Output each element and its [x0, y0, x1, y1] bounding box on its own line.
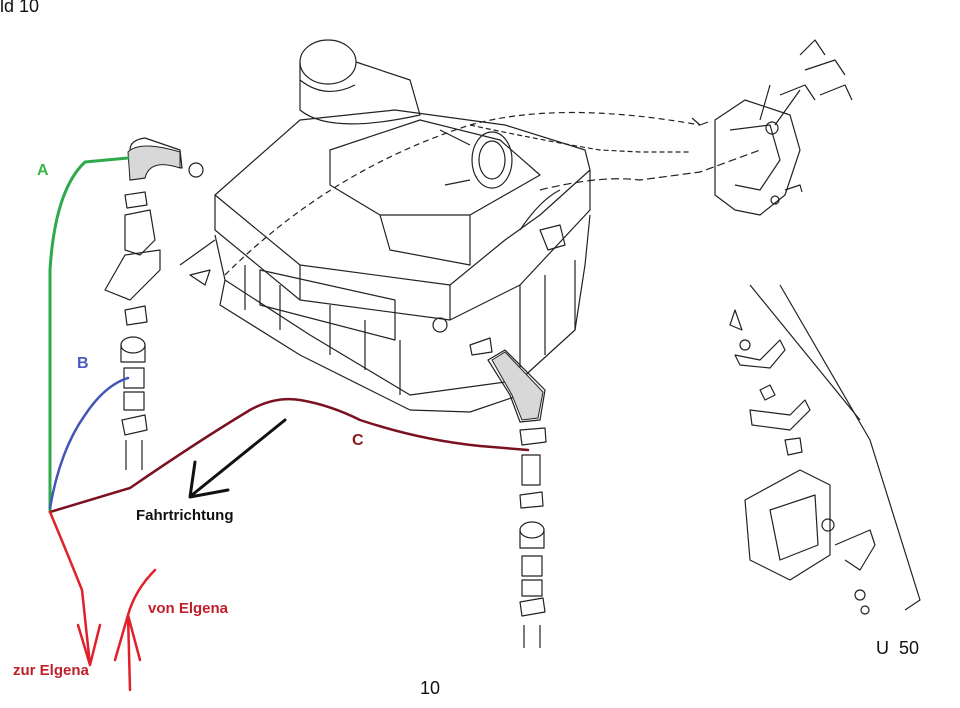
- label-a: A: [37, 162, 49, 179]
- direction-arrow: [188, 418, 287, 499]
- arrow-to-elgena: [48, 510, 102, 667]
- annotation-overlays: [48, 156, 530, 692]
- corner-label: ld 10: [0, 0, 40, 16]
- label-c: C: [352, 432, 364, 449]
- label-code: U 50: [876, 638, 920, 658]
- label-to-elgena: zur Elgena: [13, 662, 89, 679]
- label-from-elgena: von Elgena: [148, 600, 229, 617]
- hose-texture: [127, 145, 544, 421]
- hose-line-b: [48, 376, 130, 510]
- label-b: B: [77, 355, 89, 372]
- label-direction: Fahrtrichtung: [136, 507, 234, 524]
- page-number: 10: [420, 678, 441, 698]
- arrow-from-elgena: [113, 568, 157, 692]
- hose-line-a: [48, 156, 130, 514]
- hose-line-c: [48, 397, 530, 514]
- technical-drawing: [104, 39, 921, 648]
